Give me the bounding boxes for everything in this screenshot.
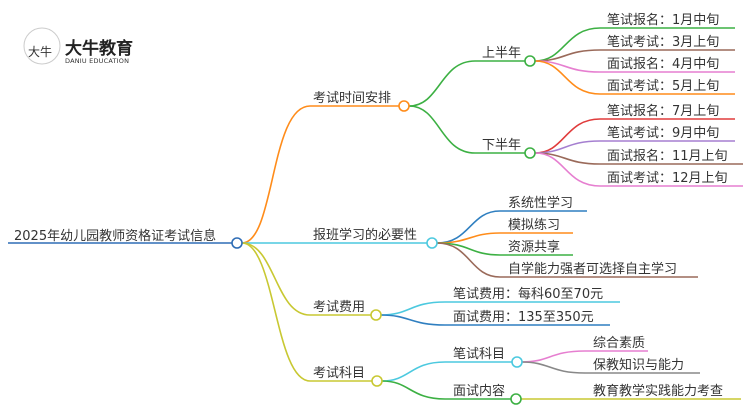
- branch-line-subjects: [241, 242, 377, 382]
- group-label-h1[interactable]: 上半年: [482, 46, 521, 61]
- leaf-label[interactable]: 模拟练习: [508, 218, 560, 233]
- logo-name-cn: 大牛教育: [65, 38, 133, 59]
- written-collapse-toggle[interactable]: [511, 356, 523, 368]
- interview-collapse-toggle[interactable]: [510, 393, 522, 405]
- leaf-label[interactable]: 笔试费用：每科60至70元: [453, 286, 603, 302]
- h1-collapse-toggle[interactable]: [524, 55, 536, 67]
- leaf-line: [380, 314, 610, 326]
- leaf-line: [534, 49, 735, 62]
- leaf-line: [534, 27, 735, 62]
- leaf-label[interactable]: 面试报名：11月上旬: [607, 148, 728, 164]
- leaf-label[interactable]: 系统性学习: [508, 195, 573, 211]
- fees-collapse-toggle[interactable]: [370, 309, 382, 321]
- group-label-interview[interactable]: 面试内容: [453, 383, 505, 399]
- leaf-line: [534, 140, 735, 154]
- leaf-label[interactable]: 面试报名：4月中旬: [607, 56, 719, 72]
- branch-label-necessity[interactable]: 报班学习的必要性: [313, 227, 417, 243]
- logo-mark: 大牛: [28, 44, 52, 59]
- leaf-label[interactable]: 保教知识与能力: [593, 357, 684, 373]
- logo: 大牛 大牛教育 DANIU EDUCATION: [23, 27, 133, 65]
- necessity-collapse-toggle[interactable]: [426, 237, 438, 249]
- leaf-line: [436, 210, 587, 244]
- group-line-h1: [408, 60, 530, 107]
- leaf-line: [534, 152, 743, 187]
- group-line-interview: [381, 380, 516, 400]
- leaf-label[interactable]: 笔试报名：1月中旬: [607, 12, 719, 28]
- leaf-line: [521, 350, 648, 363]
- leaf-label[interactable]: 笔试报名：7月上旬: [607, 103, 719, 119]
- leaf-label[interactable]: 笔试考试：9月中旬: [607, 125, 719, 141]
- leaf-label[interactable]: 综合素质: [593, 336, 645, 351]
- leaf-line: [534, 60, 735, 95]
- root-label[interactable]: 2025年幼儿园教师资格证考试信息: [14, 228, 216, 244]
- h2-collapse-toggle[interactable]: [524, 147, 536, 159]
- logo-bubble-icon: [23, 27, 61, 65]
- schedule-collapse-toggle[interactable]: [398, 100, 410, 112]
- group-label-h2[interactable]: 下半年: [482, 138, 521, 153]
- root-collapse-toggle[interactable]: [231, 237, 243, 249]
- group-line-written: [381, 361, 517, 382]
- branch-line-fees: [241, 242, 376, 316]
- group-line-h2: [408, 105, 530, 154]
- leaf-line: [380, 301, 620, 316]
- leaf-label[interactable]: 笔试考试：3月上旬: [607, 34, 719, 50]
- leaf-label[interactable]: 面试费用：135至350元: [453, 310, 594, 325]
- leaf-label[interactable]: 面试考试：12月上旬: [607, 171, 728, 186]
- branch-label-schedule[interactable]: 考试时间安排: [313, 91, 391, 106]
- leaf-label[interactable]: 面试考试：5月上旬: [607, 79, 719, 94]
- leaf-label[interactable]: 自学能力强者可选择自主学习: [508, 261, 677, 277]
- logo-name-en: DANIU EDUCATION: [65, 57, 129, 65]
- leaf-line: [534, 118, 735, 154]
- leaf-line: [436, 242, 698, 278]
- branch-line-schedule: [241, 105, 404, 244]
- branch-label-fees[interactable]: 考试费用: [313, 300, 365, 315]
- subjects-collapse-toggle[interactable]: [371, 375, 383, 387]
- leaf-label[interactable]: 教育教学实践能力考查: [593, 383, 723, 399]
- branch-label-subjects[interactable]: 考试科目: [313, 366, 365, 381]
- leaf-line: [521, 361, 700, 374]
- leaf-label[interactable]: 资源共享: [508, 239, 560, 255]
- group-label-written[interactable]: 笔试科目: [453, 346, 505, 362]
